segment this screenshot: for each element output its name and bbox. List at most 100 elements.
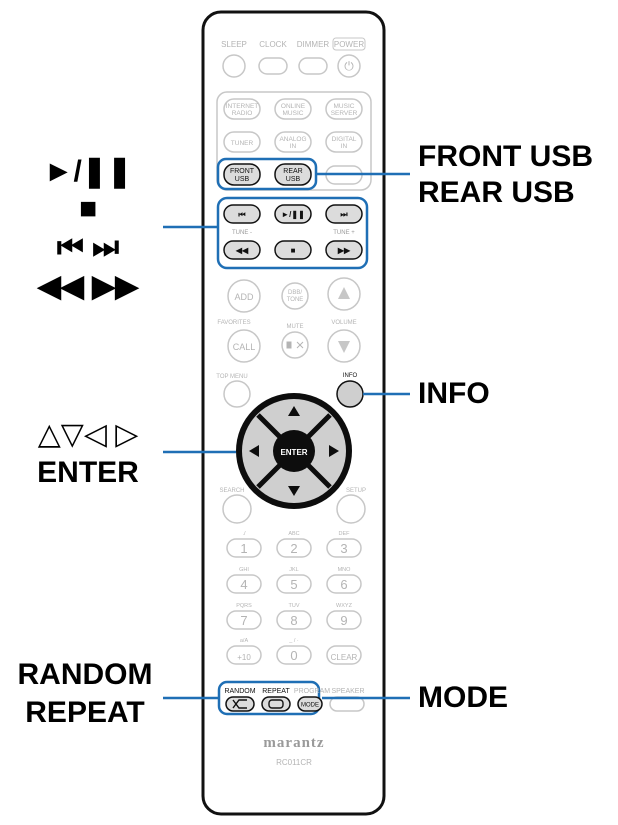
previous-button[interactable]: [223, 204, 261, 224]
numpad-button-10[interactable]: [226, 645, 262, 665]
fast-forward-icon: ▶▶: [337, 246, 351, 255]
internet-radio-button[interactable]: [223, 98, 261, 120]
setup-label: SETUP: [346, 488, 366, 494]
analog-in-button[interactable]: [274, 131, 312, 153]
dbb-tone-button[interactable]: [281, 282, 309, 310]
nav-callout-1: △▽◁ ▷: [37, 418, 139, 451]
mode-button[interactable]: [297, 696, 323, 712]
analog-in-label-1: ANALOG: [279, 136, 306, 143]
online-music-label-2: MUSIC: [283, 110, 304, 117]
info-label: INFO: [343, 373, 358, 379]
rear-usb-label-2: USB: [286, 176, 301, 183]
numpad-sublabel: PQRS: [236, 603, 252, 609]
numpad-digit-label: +10: [237, 653, 251, 662]
mode-callout: MODE: [418, 681, 508, 714]
previous-icon: ⏮: [238, 210, 245, 219]
add-label: ADD: [234, 292, 254, 302]
music-server-label-2: SERVER: [331, 110, 358, 117]
repeat-label: REPEAT: [262, 688, 290, 695]
enter-button[interactable]: [273, 430, 315, 472]
numpad-button-8[interactable]: [276, 610, 312, 630]
random-button[interactable]: [225, 696, 255, 712]
dpad-left-icon[interactable]: [249, 445, 259, 457]
mute-label: MUTE: [287, 324, 304, 330]
numpad-sublabel: _ / ·: [288, 638, 299, 644]
front-usb-button[interactable]: [223, 163, 261, 186]
next-icon: ⏭: [340, 210, 348, 219]
model-label: RC011CR: [276, 758, 312, 767]
top-menu-label: TOP MENU: [216, 374, 247, 380]
numpad-button-11[interactable]: [276, 645, 312, 665]
music-server-button[interactable]: [325, 98, 363, 120]
rewind-button[interactable]: [223, 240, 261, 260]
dimmer-button[interactable]: [298, 57, 328, 75]
mute-icon: [286, 341, 304, 349]
search-button[interactable]: [222, 494, 252, 524]
top-menu-button[interactable]: [223, 380, 251, 408]
tune-plus-label: TUNE +: [333, 230, 355, 236]
numpad-sublabel: MNO: [338, 567, 352, 573]
transport-callout-4: ◀◀ ▶▶: [37, 270, 139, 303]
usb-callout-2: REAR USB: [418, 176, 575, 209]
numpad-button-6[interactable]: [326, 574, 362, 594]
search-label: SEARCH: [219, 488, 244, 494]
next-button[interactable]: [325, 204, 363, 224]
online-music-button[interactable]: [274, 98, 312, 120]
numpad-button-12[interactable]: [326, 645, 362, 665]
repeat-button[interactable]: [261, 696, 291, 712]
dpad-up-icon[interactable]: [288, 406, 300, 416]
digital-in-button[interactable]: [325, 131, 363, 153]
speaker-label: SPEAKER: [331, 688, 364, 695]
add-button[interactable]: [227, 279, 261, 313]
play-pause-icon: ►/❚❚: [281, 210, 305, 220]
digital-in-label-2: IN: [341, 143, 348, 150]
tuner-button[interactable]: [223, 131, 261, 153]
setup-button[interactable]: [336, 494, 366, 524]
call-button[interactable]: [227, 329, 261, 363]
numpad-sublabel: JKL: [289, 567, 298, 573]
dpad-down-icon[interactable]: [288, 486, 300, 496]
volume-up-icon: [338, 287, 350, 299]
front-usb-label-1: FRONT: [230, 168, 255, 175]
fast-forward-button[interactable]: [325, 240, 363, 260]
numpad-digit-label: 2: [290, 541, 297, 556]
numpad-button-1[interactable]: [226, 538, 262, 558]
digital-in-label-1: DIGITAL: [332, 136, 357, 143]
shuffle-icon: [232, 699, 247, 709]
power-button[interactable]: [337, 54, 361, 78]
dbb-label-2: TONE: [287, 297, 304, 303]
numpad-digit-label: 5: [290, 577, 297, 592]
rear-usb-button[interactable]: [274, 163, 312, 186]
numpad-sublabel: a/A: [240, 638, 249, 644]
usb-callout-1: FRONT USB: [418, 140, 593, 173]
clock-button[interactable]: [258, 57, 288, 75]
numpad-button-5[interactable]: [276, 574, 312, 594]
clock-label: CLOCK: [259, 40, 287, 49]
numpad-button-7[interactable]: [226, 610, 262, 630]
numpad-sublabel: ABC: [288, 531, 299, 537]
rear-usb-label-1: REAR: [283, 168, 302, 175]
dpad-right-icon[interactable]: [329, 445, 339, 457]
numpad-button-9[interactable]: [326, 610, 362, 630]
numpad-digit-label: 6: [340, 577, 347, 592]
play-pause-button[interactable]: [274, 204, 312, 224]
numpad-button-4[interactable]: [226, 574, 262, 594]
nav-callout-2: ENTER: [37, 456, 139, 489]
transport-callout-2: ■: [78, 192, 98, 225]
dimmer-label: DIMMER: [297, 40, 330, 49]
numpad-sublabel: ./: [242, 531, 246, 537]
stop-button[interactable]: [274, 240, 312, 260]
rewind-icon: ◀◀: [235, 246, 249, 255]
numpad-digit-label: CLEAR: [331, 653, 358, 662]
sleep-button[interactable]: [222, 54, 246, 78]
mute-button[interactable]: [281, 331, 309, 359]
numpad-button-2[interactable]: [276, 538, 312, 558]
numpad-button-3[interactable]: [326, 538, 362, 558]
internet-radio-label-2: RADIO: [232, 110, 253, 117]
transport-callout-3: ⏮ ⏭: [56, 231, 120, 264]
transport-highlight-frame: [216, 196, 369, 270]
random-label: RANDOM: [224, 688, 255, 695]
info-button[interactable]: [336, 380, 364, 408]
tune-minus-label: TUNE -: [232, 230, 252, 236]
